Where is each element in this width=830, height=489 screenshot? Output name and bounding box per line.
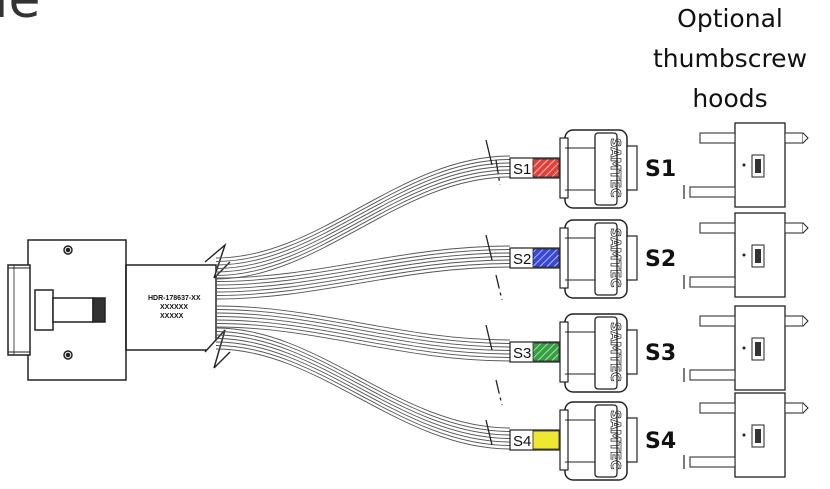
hoods-title-line-1: Optional xyxy=(677,4,783,33)
ribbon-cable-4 xyxy=(215,327,511,450)
connector-label-s2: S2 xyxy=(645,247,676,272)
color-swatch-s1 xyxy=(532,158,560,178)
hoods-title-line-3: hoods xyxy=(692,84,768,113)
thumbscrew-hoods xyxy=(683,122,809,478)
main-label-line-2: XXXXXX xyxy=(160,304,188,311)
main-connector xyxy=(7,239,217,381)
connector-brand-s1: SAMTEC xyxy=(607,138,622,198)
thumbscrew-hood-2 xyxy=(683,212,809,298)
connector-s4: S4 SAMTEC S4 xyxy=(509,401,676,481)
connector-brand-s4: SAMTEC xyxy=(607,410,622,470)
thumbscrew-hood-3 xyxy=(683,305,809,391)
main-label-line-3: XXXXX xyxy=(160,313,184,320)
overmold xyxy=(125,264,217,351)
tag-label-s3: S3 xyxy=(513,345,531,362)
color-swatch-s3 xyxy=(532,342,560,362)
connector-brand-s3: SAMTEC xyxy=(607,322,622,382)
hoods-title-line-2: thumbscrew xyxy=(652,44,808,73)
tag-label-s1: S1 xyxy=(513,161,531,178)
connector-label-s1: S1 xyxy=(645,157,676,182)
thumbscrew-hood-4 xyxy=(683,392,809,478)
header-partial: ıe xyxy=(0,0,41,30)
connector-s1: S1 SAMTEC S1 xyxy=(509,129,676,209)
ribbon-cable-2 xyxy=(215,245,511,300)
thumbscrew-hood-1 xyxy=(683,122,809,208)
color-swatch-s2 xyxy=(532,248,560,268)
connector-brand-s2: SAMTEC xyxy=(607,228,622,288)
tag-label-s4: S4 xyxy=(513,433,531,450)
ribbon-cable-3 xyxy=(215,305,511,362)
connector-label-s3: S3 xyxy=(645,341,676,366)
color-swatch-s4 xyxy=(532,430,560,450)
main-label: HDR-178637-XX XXXXXX XXXXX xyxy=(148,295,201,320)
tag-label-s2: S2 xyxy=(513,251,531,268)
connector-s2: S2 SAMTEC S2 xyxy=(509,219,676,299)
break-mark-right xyxy=(485,139,503,446)
connector-s3: S3 SAMTEC S3 xyxy=(509,313,676,393)
main-connector-flange xyxy=(7,264,31,356)
ribbon-cables xyxy=(215,155,511,450)
ribbon-cable-1 xyxy=(215,155,511,280)
main-label-line-1: HDR-178637-XX xyxy=(148,295,201,302)
connector-label-s4: S4 xyxy=(645,429,676,454)
